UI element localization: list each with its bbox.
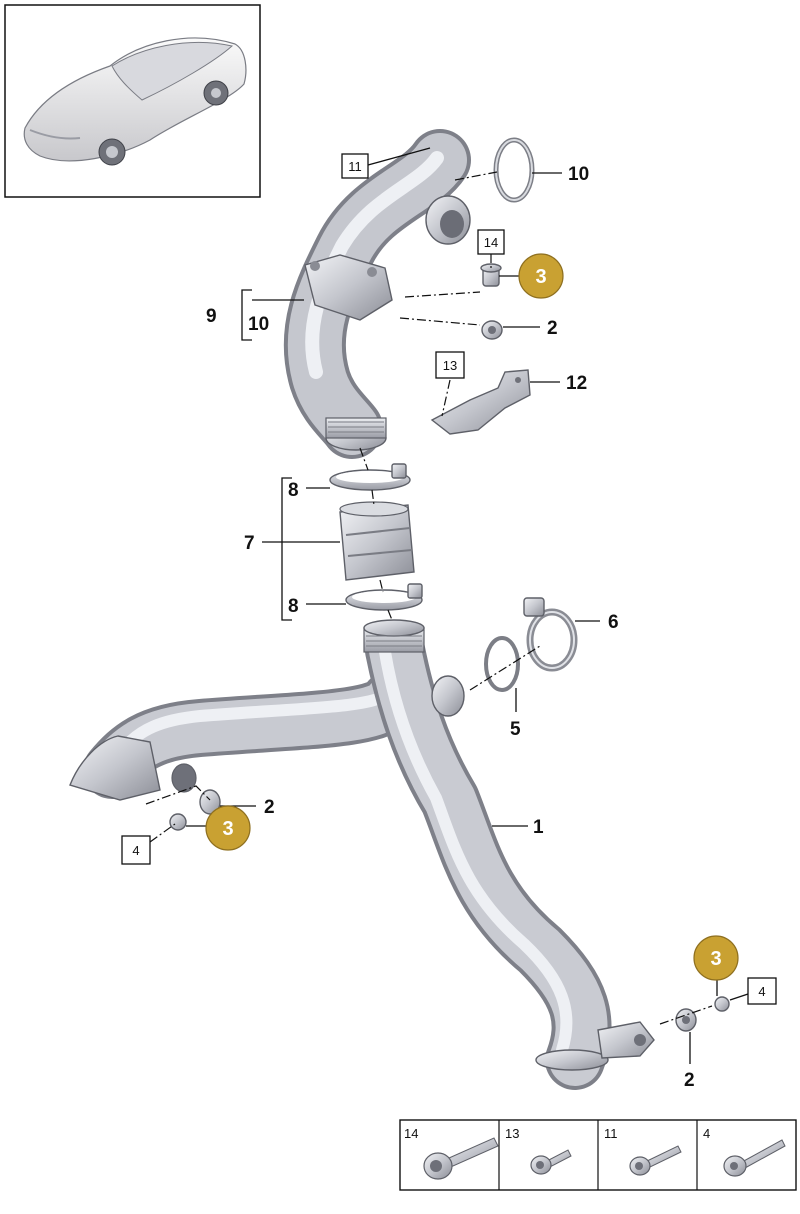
ref-label-13: 13 [443, 358, 457, 373]
highlight-3-left[interactable]: 3 [205, 805, 251, 851]
gasket-ring-5 [484, 636, 520, 692]
main-y-pipe [69, 619, 655, 1090]
bolt-4-right [714, 996, 730, 1012]
nut-2-top [481, 320, 503, 340]
highlight-3-right[interactable]: 3 [693, 935, 739, 981]
highlight-label-3-right: 3 [710, 948, 721, 970]
ref-label-4-right: 4 [758, 984, 765, 999]
callout-12: 12 [566, 373, 587, 394]
bracket-12 [430, 369, 531, 435]
legend-label-4: 4 [703, 1126, 710, 1141]
legend-bolt-4-icon [723, 1139, 786, 1177]
legend-bolt-13-icon [530, 1149, 572, 1175]
clamp-8-lower [345, 583, 423, 611]
callout-8-upper: 8 [288, 480, 299, 501]
ref-box-11: 11 [341, 153, 369, 179]
nut-2-left [199, 789, 221, 815]
legend-label-14: 14 [404, 1126, 418, 1141]
bolt-4-left [169, 813, 187, 831]
callout-6: 6 [608, 612, 619, 633]
callout-2-left: 2 [264, 797, 275, 818]
highlight-3-top[interactable]: 3 [518, 253, 564, 299]
callout-2-top: 2 [547, 318, 558, 339]
v-band-clamp-6 [523, 597, 578, 672]
legend-label-11: 11 [604, 1126, 618, 1141]
callout-10-top: 10 [568, 164, 589, 185]
legend-label-13: 13 [505, 1126, 519, 1141]
callout-2-right: 2 [684, 1070, 695, 1091]
clamp-8-upper [329, 463, 411, 491]
callout-5: 5 [510, 719, 521, 740]
highlight-label-3-top: 3 [535, 266, 546, 288]
leader-lines [145, 147, 749, 1064]
nut-2-right [675, 1008, 697, 1032]
ref-box-13: 13 [435, 351, 465, 379]
ref-box-4-right: 4 [747, 977, 777, 1005]
upper-elbow-pipe [283, 129, 471, 459]
callout-9: 9 [206, 306, 217, 327]
ref-label-11: 11 [348, 159, 362, 174]
callout-7: 7 [244, 533, 255, 554]
gasket-ring-10 [493, 137, 535, 203]
legend-bolt-14-icon [423, 1137, 499, 1180]
vehicle-thumbnail [4, 4, 261, 198]
ref-label-14: 14 [484, 235, 498, 250]
ref-box-14: 14 [477, 229, 505, 255]
legend-bolt-11-icon [629, 1145, 682, 1176]
ref-box-4-left: 4 [121, 835, 151, 865]
ref-label-4-left: 4 [132, 843, 139, 858]
callout-10-mid: 10 [248, 314, 269, 335]
fastener-legend: 14 13 11 4 [399, 1119, 797, 1191]
callout-8-lower: 8 [288, 596, 299, 617]
callout-1: 1 [533, 817, 544, 838]
sleeve-7 [339, 501, 415, 581]
highlight-label-3-left: 3 [222, 818, 233, 840]
